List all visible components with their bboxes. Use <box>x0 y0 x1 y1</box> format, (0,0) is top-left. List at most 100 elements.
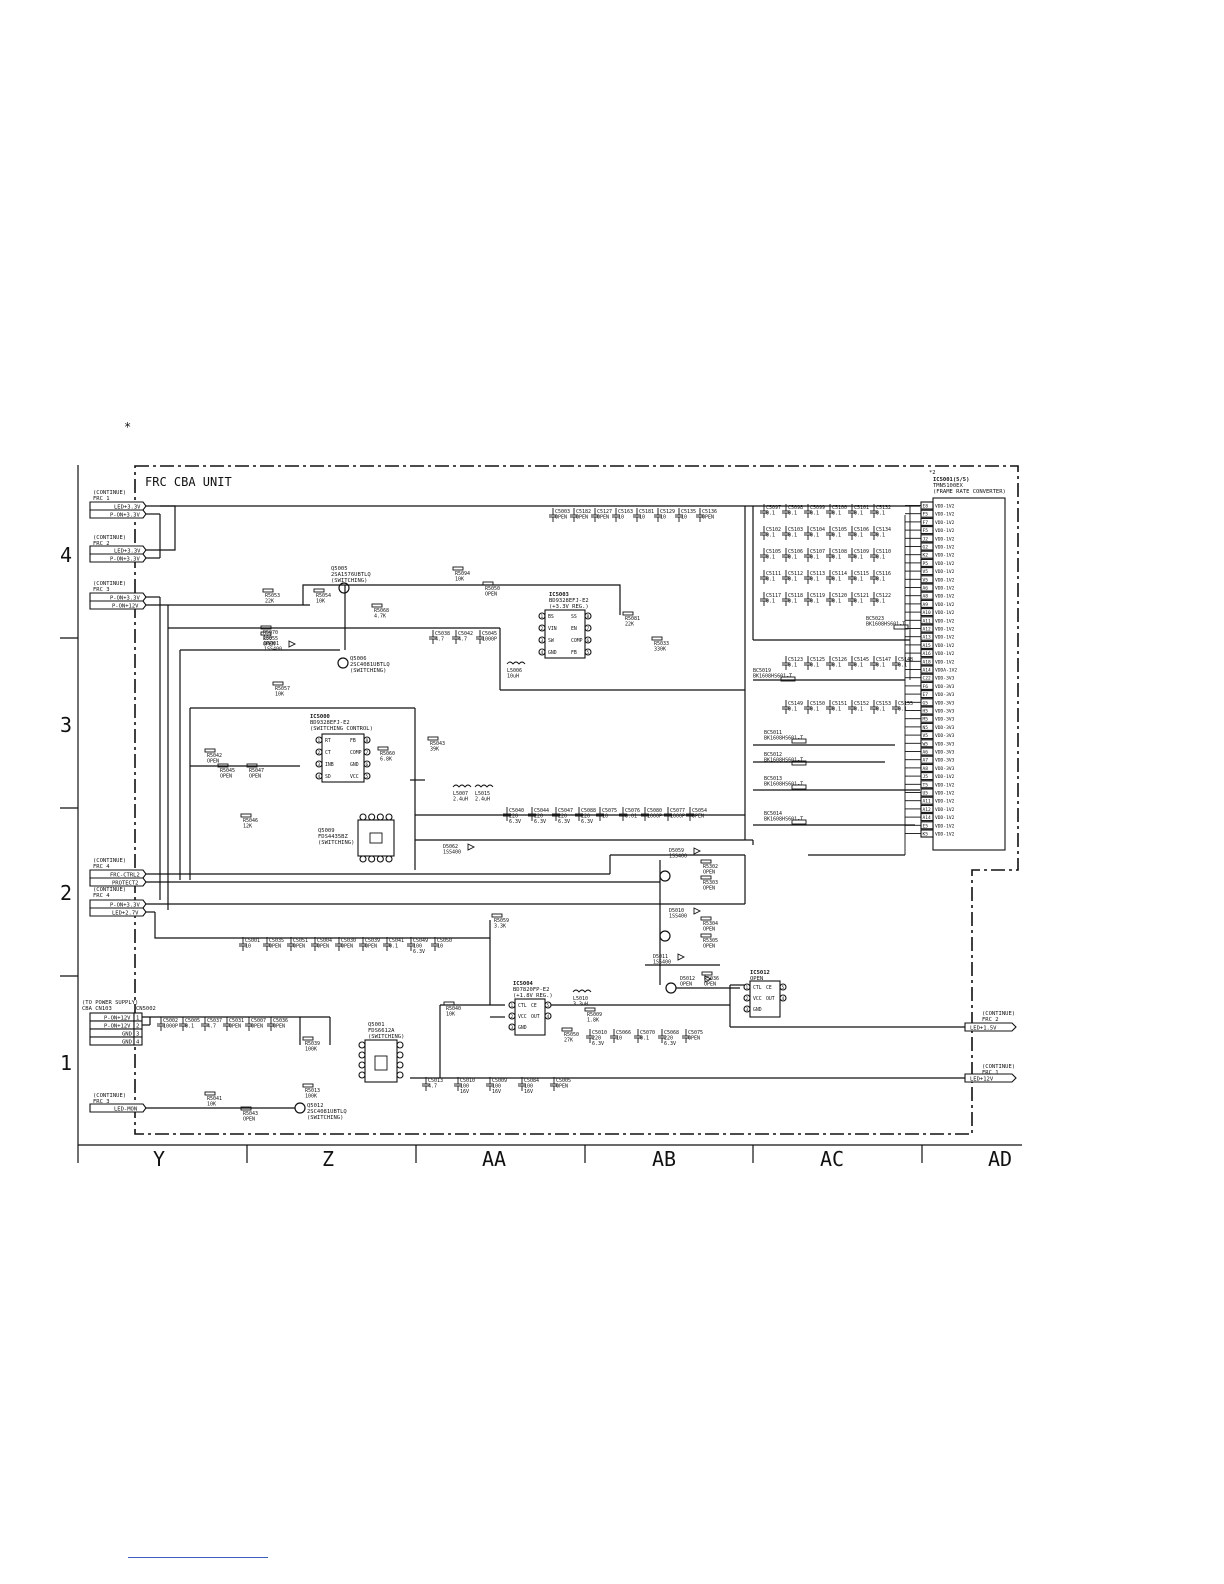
resistor-body <box>561 1027 573 1032</box>
capacitor-label: 0.1 <box>832 577 841 583</box>
ic5001-body <box>932 497 1006 851</box>
ic-pin-number: 4 <box>782 996 785 1002</box>
right-connectors: (CONTINUE) FRC 2 LED+1.5V (CONTINUE) FRC… <box>964 1011 1017 1083</box>
ic-pin-circle <box>538 636 546 644</box>
connector-pin <box>89 592 147 602</box>
ic-pin-circle <box>743 983 751 991</box>
ic-pin-number: K5 <box>923 832 929 838</box>
resistor-body <box>443 1001 455 1006</box>
capacitor-label: 6.3V <box>558 819 570 825</box>
resistor-body <box>700 859 712 864</box>
bead-label: BC5011 <box>764 730 782 736</box>
transistor-desc: (SWITCHING) <box>331 578 367 584</box>
resistor-label: OPEN <box>220 774 232 780</box>
resistor-label: OPEN <box>249 774 261 780</box>
capacitor-label: 0.1 <box>876 577 885 583</box>
ic-pin-number: 6 <box>587 638 590 644</box>
package-pin <box>358 1051 366 1059</box>
capacitor-label: 0.1 <box>876 511 885 517</box>
inductor-coil <box>572 989 592 993</box>
ic-pin-number: 5 <box>366 774 369 780</box>
mosfet-symbol <box>369 832 383 844</box>
ic5001-desc: (FRAME RATE CONVERTER) <box>933 489 1006 495</box>
package-pin <box>396 1041 404 1049</box>
resistor-label: R5043 <box>430 741 445 747</box>
capacitor-label: 100 <box>460 1084 469 1090</box>
ic-pin-number: 1 <box>511 1003 514 1009</box>
ic-pin-circle <box>584 612 592 620</box>
capacitor-label: C5097 <box>766 505 781 511</box>
capacitor-label: 0.1 <box>876 533 885 539</box>
ic-pin-number: 7 <box>587 626 590 632</box>
connector-pin-num-label: 4 <box>136 1040 140 1046</box>
capacitor-label: 1000P <box>482 637 497 643</box>
ic-pin-number: A16 <box>923 651 932 657</box>
ic-desc: (+3.3V REG.) <box>549 604 589 610</box>
ic-pin-number: A14 <box>923 668 932 674</box>
ic-pin-name: VDD-1V2 <box>935 561 955 567</box>
diode-label: D5012 <box>680 976 695 982</box>
capacitor-label: 0.1 <box>898 707 907 713</box>
inductor-coil <box>452 784 472 788</box>
ic-pin-name: SD <box>325 774 331 780</box>
connector-pin-num-label: 1 <box>136 1016 139 1022</box>
resistor-label: OPEN <box>703 927 715 933</box>
capacitor-label: C5112 <box>788 571 803 577</box>
ic-desc: (SWITCHING CONTROL) <box>310 726 373 732</box>
connector-pin <box>89 877 147 887</box>
ic-pin-number: F5 <box>923 528 929 534</box>
resistor-body <box>700 916 712 921</box>
capacitor-label: 0.01 <box>625 814 637 820</box>
ic-pin-number: 2 <box>541 626 544 632</box>
row-label: 3 <box>60 713 72 737</box>
capacitor-label: 0.1 <box>854 577 863 583</box>
capacitor-label: C5037 <box>207 1018 222 1024</box>
capacitor-label: C5148 <box>898 657 913 663</box>
ic-pin-number: G5 <box>923 700 929 706</box>
resistor-label: OPEN <box>485 592 497 598</box>
ic-pin-number: E5 <box>923 823 929 829</box>
ic-pin-number: A14 <box>923 815 932 821</box>
ic-pin-circle <box>584 624 592 632</box>
ic5001-block: *2 IC5001(5/5) TMN5100EX (FRAME RATE CON… <box>905 470 1006 851</box>
column-label: AB <box>652 1147 676 1171</box>
inductor-coil <box>474 784 494 788</box>
capacitor-label: 100 <box>492 1084 501 1090</box>
capacitor-label: 0.1 <box>810 555 819 561</box>
ic-pin-name: VDD-3V3 <box>935 750 955 756</box>
ic-pin-name: VDD-1V2 <box>935 512 955 518</box>
connector-pin-label: LED-MON <box>114 1107 137 1113</box>
column-label: AC <box>820 1147 844 1171</box>
transistor-desc: (SWITCHING) <box>318 840 354 846</box>
resistor-label: R5009 <box>587 1012 602 1018</box>
left-connectors: (CONTINUE) FRC 1 LED+3.3V P-ON+3.3V (CON… <box>89 490 147 1113</box>
resistor-body <box>452 566 464 571</box>
ic-pin-number: 5 <box>587 650 590 656</box>
capacitor-label: C5136 <box>702 509 717 515</box>
transistor-ref: Q5009 <box>318 828 335 834</box>
capacitor-label: C5035 <box>269 938 284 944</box>
resistor-label: OPEN <box>703 944 715 950</box>
capacitor-label: OPEN <box>556 1084 568 1090</box>
bead-body <box>791 819 807 825</box>
ic-pin-circle <box>508 1012 516 1020</box>
connector-header: (CONTINUE) <box>93 887 126 893</box>
ic-pin-name: VDD-1V2 <box>935 536 955 542</box>
ic-pin-number: 2 <box>318 750 321 756</box>
capacitor-label: C5076 <box>625 808 640 814</box>
bead-body <box>791 760 807 766</box>
capacitor-label: C5116 <box>876 571 891 577</box>
ic-pin-number: J5 <box>923 774 929 780</box>
ic-pin-name: OUT <box>531 1014 540 1020</box>
